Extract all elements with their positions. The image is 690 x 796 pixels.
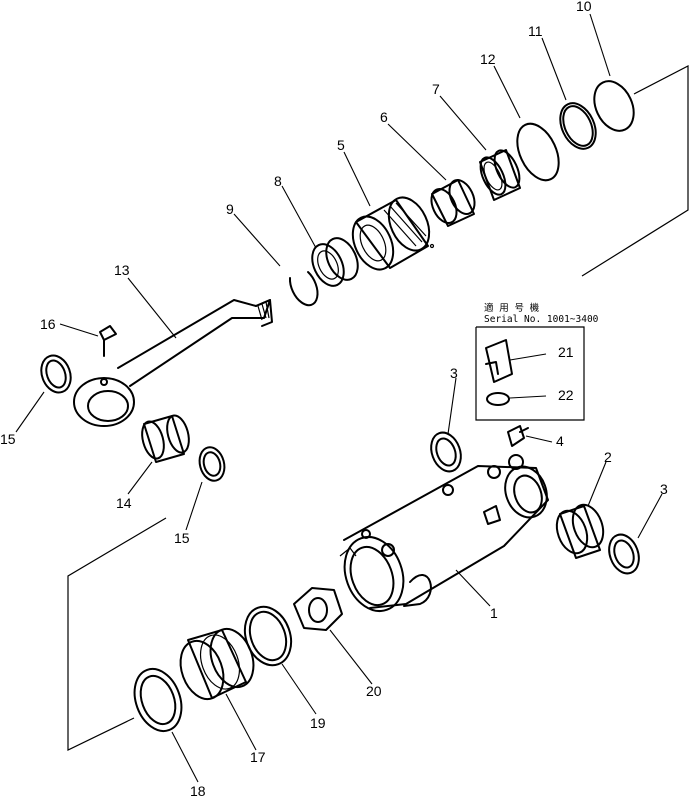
callout-numbers: 10 11 12 7 6 5 8 9 13 16 15 14 15 21 22 … [0,0,668,796]
callout-6: 6 [380,109,388,125]
callout-19: 19 [310,715,326,731]
dust-seal-part-3a [430,431,462,473]
o-ring-part-10 [593,80,635,132]
leader-lines [15,13,663,783]
o-ring-part-12 [516,122,560,182]
callout-2: 2 [604,449,612,465]
bushing-part-6 [430,179,476,227]
serial-note-line2: Serial No. 1001~3400 [484,314,599,325]
piston-rod-part-13 [73,299,273,427]
callout-13: 13 [114,262,130,278]
callout-9: 9 [226,201,234,217]
bushing-part-2 [555,503,605,559]
callout-3a: 3 [450,365,458,381]
cylinder-tube-part-1 [339,454,549,612]
callout-22: 22 [558,387,574,403]
callout-8: 8 [274,173,282,189]
dust-seal-part-15a [40,354,72,394]
callout-17: 17 [250,749,266,765]
callout-15a: 15 [0,431,16,447]
elbow-part-21 [485,339,513,383]
callout-14: 14 [116,495,132,511]
seal-part-18 [133,668,183,732]
piston-part-17 [179,627,255,701]
callout-10: 10 [576,0,592,14]
snap-ring-part-9 [288,271,319,307]
grease-fitting-part-4 [507,425,529,447]
nut-part-20 [293,587,343,631]
callout-18: 18 [190,783,206,796]
bushing-part-8 [311,237,359,287]
callout-15b: 15 [174,530,190,546]
serial-note-box: 適 用 号 機 Serial No. 1001~3400 [475,302,599,421]
grease-fitting-part-16 [99,325,117,357]
dust-seal-part-15b [198,446,226,482]
o-ring-part-22 [486,392,510,406]
bushing-part-14 [141,414,190,463]
bushing-part-7 [479,149,521,201]
callout-21: 21 [558,344,574,360]
reference-lines [67,65,689,751]
callout-1: 1 [490,605,498,621]
serial-note-line1: 適 用 号 機 [484,302,540,314]
callout-11: 11 [528,23,543,39]
callout-7: 7 [432,81,440,97]
dust-seal-part-3b [608,533,640,575]
callout-4: 4 [556,433,564,449]
callout-20: 20 [366,683,382,699]
callout-16: 16 [40,316,56,332]
callout-3b: 3 [660,481,668,497]
backup-ring-part-11 [559,102,597,150]
callout-5: 5 [337,137,345,153]
wear-ring-part-19 [243,605,293,667]
cylinder-head-part-5 [351,196,435,271]
callout-12: 12 [480,51,496,67]
